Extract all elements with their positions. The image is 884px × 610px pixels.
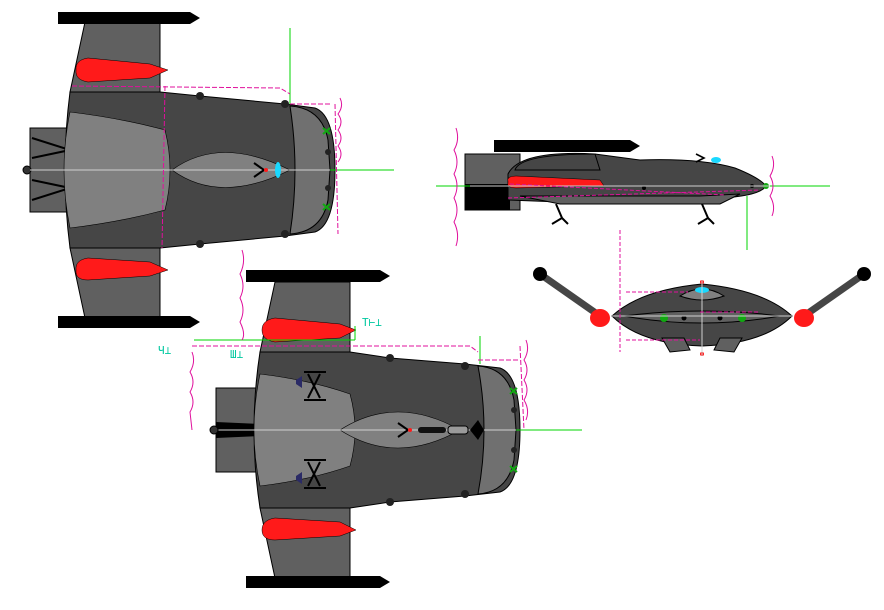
front-port-nacelle [590, 309, 610, 327]
front-node-a [681, 315, 687, 321]
upper-port-node-a [196, 92, 204, 100]
side-lower-hull [519, 193, 741, 205]
upper-dim-wave [337, 97, 343, 163]
upper-port-rod [58, 12, 200, 24]
dimension-annotations: Ч⊥ Ш⊥ Т⊢⊥ [158, 316, 382, 361]
lower-starboard-nacelle [261, 517, 357, 541]
side-node-a [642, 186, 646, 190]
upper-port-nacelle [75, 57, 169, 83]
side-dim-wave-right [769, 155, 775, 217]
upper-red-light [264, 168, 268, 172]
annotation-mid: Ш⊥ [230, 348, 244, 361]
lower-port-nacelle [261, 317, 357, 343]
upper-starboard-nacelle [75, 257, 169, 281]
lower-nose-diamond [470, 420, 484, 440]
upper-starboard-rod [58, 316, 200, 328]
side-dome-light [711, 157, 721, 163]
lower-node-a [386, 354, 394, 362]
lower-port-pad [296, 376, 302, 388]
lower-dim-left [189, 351, 195, 431]
lower-green-mark-b [509, 465, 518, 473]
upper-rear-node [22, 165, 32, 175]
lower-dim-top [192, 345, 525, 431]
front-green-light-a [660, 314, 668, 322]
upper-starboard-wing [69, 247, 161, 319]
front-port-tip [533, 267, 547, 281]
side-leg-rear [551, 203, 569, 225]
upper-stbd-node-b [281, 230, 289, 238]
lower-rear-node [209, 425, 219, 435]
side-engine-lower [465, 184, 510, 210]
side-upper-hull [514, 153, 601, 171]
side-view [436, 127, 830, 250]
annotation-top-left: Ч⊥ [158, 344, 172, 357]
lower-node-d [461, 490, 469, 498]
side-top-rod [494, 140, 640, 152]
front-dim-lines [619, 230, 760, 352]
upper-deflector-dish [275, 162, 281, 178]
lower-dim-mid-wave [239, 249, 245, 341]
lower-node-f [511, 447, 517, 453]
top-view-lower [189, 249, 582, 588]
lower-starboard-rod [246, 576, 390, 588]
lower-port-gear-icon [304, 371, 326, 401]
front-lower-pods [661, 337, 743, 353]
lower-node-e [511, 407, 517, 413]
lower-starboard-gear-icon [304, 459, 326, 489]
lower-node-c [386, 498, 394, 506]
upper-green-mark-a [322, 127, 331, 135]
front-starboard-nacelle [794, 309, 814, 327]
upper-nose-node-b [325, 185, 331, 191]
upper-port-wing [69, 21, 161, 93]
front-port-strut [537, 271, 603, 319]
annotation-upper-right: Т⊢⊥ [362, 316, 382, 329]
upper-port-node-b [281, 100, 289, 108]
side-dim-slope [507, 183, 761, 199]
side-leg-front [697, 203, 715, 225]
side-dim-wave-left [453, 127, 459, 247]
side-chevron-icon [695, 153, 706, 163]
lower-bar-light [447, 425, 469, 435]
front-starboard-strut [801, 271, 867, 319]
lower-dim-right-wave [523, 339, 529, 421]
front-node-b [717, 315, 723, 321]
upper-green-mark-b [322, 203, 331, 211]
front-green-light-b [738, 314, 746, 322]
upper-nose-node-a [325, 149, 331, 155]
lower-node-b [461, 362, 469, 370]
upper-stbd-node-a [196, 240, 204, 248]
front-view [533, 230, 871, 356]
lower-bar-dark [418, 427, 446, 433]
lower-green-mark-a [509, 387, 518, 395]
lower-starboard-pad [296, 472, 302, 484]
lower-red-light [408, 428, 412, 432]
lower-port-rod [246, 270, 390, 282]
front-starboard-tip [857, 267, 871, 281]
top-view-upper [22, 12, 394, 328]
